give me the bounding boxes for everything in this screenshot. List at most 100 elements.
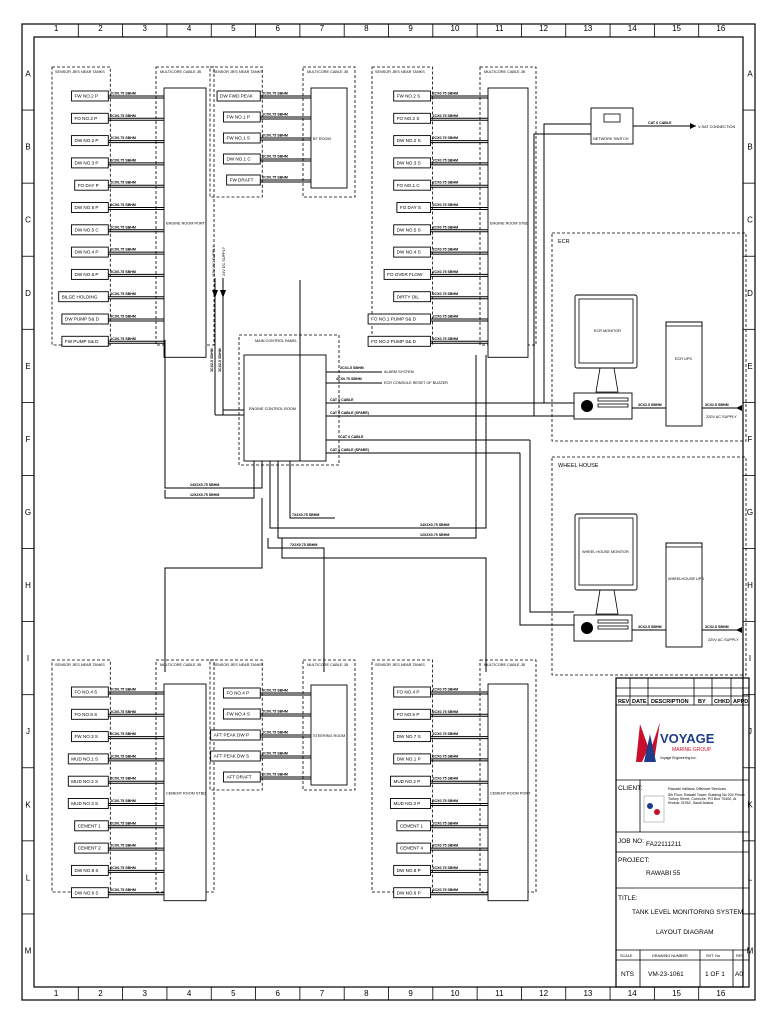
sensor-label: DW NO.1 C [226, 157, 251, 162]
network-switch-group: NETWORK SWITCH CAT 6 CABLE V-SAT CONNECT… [590, 107, 735, 145]
main-control-panel: MAIN CONTROL PANEL ENGINE CONTROL ROOM [238, 334, 340, 466]
sensor-label: CEMENT 2 [78, 846, 102, 851]
cable-label: 2CX0.75 SBHM [433, 92, 459, 96]
sensor-label: DW NO.5 P [75, 205, 99, 210]
company-tag: Voyage Engineering Inc. [660, 756, 697, 760]
ecr-ups-cable: 3CX2.5 SBHM [638, 403, 662, 407]
jb-box [487, 87, 529, 358]
cable-label: 2CX0.75 SBHM [433, 821, 459, 825]
grid-row-ref: K [25, 800, 31, 809]
wh-supply-label: 220V AC SUPPLY [708, 638, 739, 642]
scale-value: NTS [621, 971, 635, 978]
main-panel-header: MAIN CONTROL PANEL [255, 339, 297, 343]
cable-label: 2CX0.75 SBHM [110, 136, 136, 140]
grid-col-ref: 8 [364, 989, 369, 998]
voyage-logo-icon [636, 722, 660, 762]
grid-col-ref: 4 [187, 989, 192, 998]
sensor-label: FW PUMP S& D [65, 339, 99, 344]
grid-row-ref: F [26, 435, 31, 444]
cable-label: 2CX0.75 SBHM [262, 176, 288, 180]
sensor-label: MUD NO.2 S [71, 779, 98, 784]
grid-col-ref: 6 [275, 989, 280, 998]
grid-row-ref: G [747, 508, 753, 517]
sensor-label: DW NO.4 P [75, 250, 99, 255]
sensor-label: DW NO.6 P [397, 890, 421, 895]
grid-row-ref: B [25, 143, 30, 152]
cable-label: 2CX0.75 SBHM [110, 181, 136, 185]
client-address: 5th Floor, Rawabi Tower, Building No 204… [668, 793, 745, 806]
supply-24vdc: 24V DC SUPPLY [222, 246, 226, 276]
grid-row-ref: J [26, 727, 30, 736]
sensor-label: FO NO.1 PUMP S& D [371, 317, 417, 322]
sensor-label: DW NO.4 S [397, 250, 421, 255]
panel-outputs: 2CX1.5 SBHM ALARM SYSTEM 4CX0.75 SBHM EC… [326, 123, 591, 626]
grid-col-ref: 9 [408, 24, 413, 33]
sensor-label: MUD NO.3 P [394, 801, 421, 806]
grid-row-ref: C [747, 216, 753, 225]
cat6-ecr-spare: CAT 6 CABLE (SPARE) [330, 411, 370, 415]
job-label: JOB NO: [618, 838, 644, 845]
grid-references: 1122334455667788991010111112121313141415… [22, 24, 755, 1000]
cat6-ecr: CAT 6 CABLE [330, 398, 354, 402]
cable-label: 2CX0.75 SBHM [110, 777, 136, 781]
cable-label: 2CX0.75 SBHM [110, 710, 136, 714]
jb-room-label: CEMENT ROOM STBD [166, 791, 206, 795]
grid-col-ref: 14 [628, 989, 637, 998]
grid-row-ref: I [27, 654, 29, 663]
grid-col-ref: 11 [495, 24, 504, 33]
grid-col-ref: 1 [54, 24, 59, 33]
cable-label: 2CX0.75 SBHM [433, 866, 459, 870]
buzzer-label: ECR CONSOLE RESET OF BUZZER [384, 381, 448, 385]
jb-room-label: BT ROOM [313, 137, 331, 141]
cable-label: 2CX0.75 SBHM [433, 225, 459, 229]
cable-label: 2CX0.75 SBHM [262, 752, 288, 756]
cable-label: 2CX0.75 SBHM [433, 732, 459, 736]
grid-col-ref: 11 [495, 989, 504, 998]
revision: A0 [735, 971, 743, 978]
jb-room-label: ENGINE ROOM PORT [166, 222, 206, 226]
jb-box [163, 683, 207, 902]
sensor-box [74, 179, 109, 191]
sensor-label: FW NO.2 P [75, 94, 98, 99]
jb-room-label: ENGINE ROOM STBD [490, 222, 529, 226]
grid-row-ref: A [747, 70, 753, 79]
sensor-label: DW NO.5 C [75, 227, 100, 232]
company-logo: VOYAGE MARINE GROUP Voyage Engineering I… [636, 722, 715, 762]
ecr-supply-label: 220V AC SUPPLY [706, 415, 737, 419]
jb-room-label: CEMENT ROOM PORT [490, 791, 531, 795]
jb-box [163, 87, 207, 358]
sensor-label: FW NO.4 S [226, 712, 249, 717]
cable-label: 2CX0.75 SBHM [262, 731, 288, 735]
cable-label: 2CX0.75 SBHM [110, 821, 136, 825]
trunk-1: 24X2X0.75 SBHM [190, 483, 219, 487]
title-label: TITLE: [618, 895, 638, 902]
sensor-label: MUD NO.2 P [394, 779, 421, 784]
cable-label: 2CX0.75 SBHM [262, 134, 288, 138]
sensor-label: DW NO.6 S [75, 890, 99, 895]
grid-col-ref: 9 [408, 989, 413, 998]
sensor-label: DW NO.2 S [397, 138, 421, 143]
title-block: REV DATE DESCRIPTION BY CHKD APPD VOYAGE… [615, 677, 750, 988]
sensor-label: DW NO.2 P [75, 138, 99, 143]
jb-box [310, 87, 348, 189]
trunk-2: 12X2X0.75 SBHM [190, 493, 219, 497]
sensor-label: DW FWD PEAK [220, 94, 254, 99]
cable-label: 2CX0.75 SBHM [110, 292, 136, 296]
sensor-label: FO NO.4 S [75, 690, 98, 695]
job-number: FA22111211 [646, 841, 682, 848]
cable-label: 2CX0.75 SBHM [433, 114, 459, 118]
rev-label: REV [736, 954, 744, 958]
cable-label: 2CX0.75 SBHM [433, 292, 459, 296]
cat6-wh: CAT 6 CABLE [340, 435, 364, 439]
grid-col-ref: 7 [320, 989, 325, 998]
sensor-label: FO DAY S [400, 205, 421, 210]
group-header-right: MULTICORE CABLE JB [484, 70, 526, 74]
sensor-label: DW NO.8 P [397, 868, 421, 873]
supply-inputs: 220 VAC SUPPLY 24V DC SUPPLY 3CX2.5 SBHM… [210, 245, 244, 416]
grid-row-ref: G [25, 508, 31, 517]
grid-col-ref: 14 [628, 24, 637, 33]
grid-col-ref: 15 [672, 989, 681, 998]
alarm-cable: 2CX1.5 SBHM [340, 366, 364, 370]
